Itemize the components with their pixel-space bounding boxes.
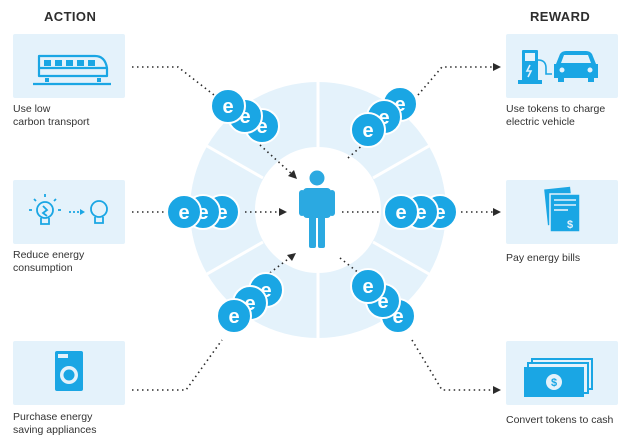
ring — [190, 82, 447, 338]
reward-heading: REWARD — [530, 9, 591, 24]
svg-text:e: e — [395, 202, 406, 224]
bulb-icon — [29, 194, 108, 225]
train-icon — [33, 54, 111, 86]
action-heading: ACTION — [44, 9, 97, 24]
transport-caption: Use low carbon transport — [13, 103, 90, 128]
svg-text:e: e — [178, 202, 189, 224]
svg-text:e: e — [239, 106, 250, 128]
svg-text:e: e — [377, 291, 388, 313]
token-group-appliances: e e e — [216, 272, 284, 334]
flow-lines — [132, 66, 494, 391]
svg-text:e: e — [394, 94, 405, 116]
svg-text:e: e — [216, 202, 227, 224]
token: e — [350, 268, 386, 304]
token-group-ev: e e e — [350, 86, 418, 148]
bill-tile: $ — [506, 180, 618, 244]
transport-tile — [13, 34, 125, 98]
token-group-energy: e e e — [166, 194, 240, 230]
washing-machine-icon — [55, 351, 83, 391]
svg-text:e: e — [378, 107, 389, 129]
svg-text:e: e — [362, 276, 373, 298]
token-group-bills: e e e — [383, 194, 458, 230]
cash-icon: $ — [524, 358, 593, 397]
svg-text:e: e — [256, 116, 267, 138]
token: e — [216, 298, 252, 334]
cash-tile: $ — [506, 341, 618, 405]
svg-text:e: e — [197, 202, 208, 224]
appliance-caption: Purchase energy saving appliances — [13, 411, 97, 436]
ring-dividers — [206, 82, 430, 338]
svg-text:e: e — [260, 280, 271, 302]
svg-text:e: e — [222, 96, 233, 118]
appliance-tile — [13, 341, 125, 405]
bill-icon: $ — [544, 186, 581, 233]
svg-text:e: e — [228, 306, 239, 328]
energy-tile — [13, 180, 125, 244]
ev-caption: Use tokens to charge electric vehicle — [506, 103, 606, 128]
svg-text:e: e — [362, 120, 373, 142]
svg-text:e: e — [244, 293, 255, 315]
svg-text:e: e — [392, 306, 403, 328]
svg-text:$: $ — [551, 377, 557, 389]
token: e — [350, 112, 386, 148]
svg-text:e: e — [434, 202, 445, 224]
token: e — [383, 194, 419, 230]
token: e — [210, 88, 246, 124]
ev-charging-icon — [518, 50, 598, 84]
bill-caption: Pay energy bills — [506, 252, 581, 264]
svg-text:$: $ — [567, 219, 573, 231]
token-group-cash: e e e — [350, 268, 416, 334]
ev-tile — [506, 34, 618, 98]
arrowheads — [279, 63, 501, 394]
token: e — [166, 194, 202, 230]
svg-text:e: e — [415, 202, 426, 224]
cash-caption: Convert tokens to cash — [506, 414, 614, 426]
token-group-transport: e e e — [210, 88, 280, 144]
energy-caption: Reduce energy consumption — [13, 249, 85, 274]
person-icon — [299, 170, 335, 248]
